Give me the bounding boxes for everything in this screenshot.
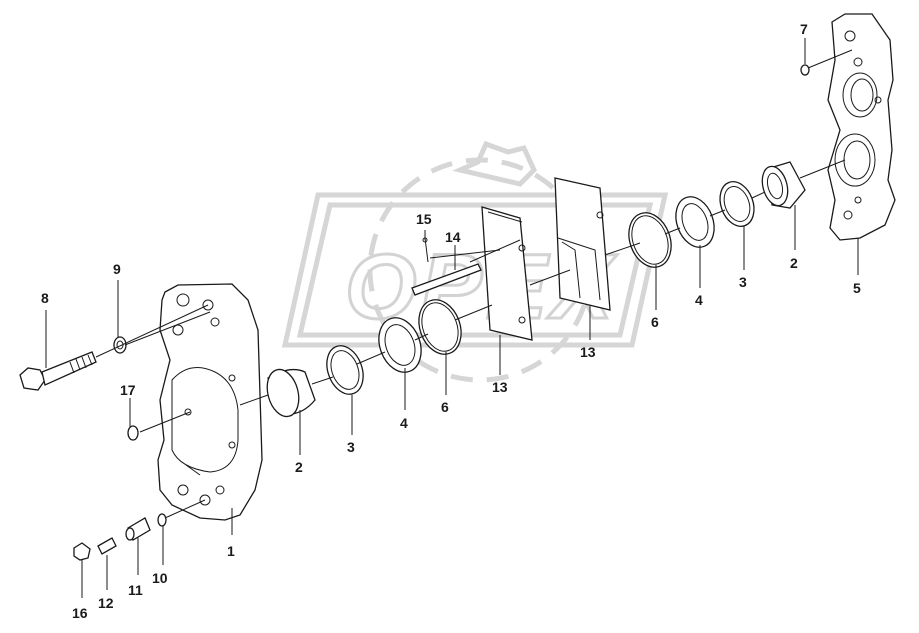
callout-6-right: 6 — [651, 314, 659, 330]
callout-13-left: 13 — [492, 379, 508, 395]
mounting-bolt — [19, 351, 97, 391]
callout-1: 1 — [227, 543, 235, 559]
callout-5: 5 — [853, 280, 861, 296]
callout-2-left: 2 — [295, 459, 303, 475]
seal-ring-3-left — [326, 345, 364, 395]
dust-cap — [73, 542, 91, 561]
piston-right — [761, 161, 806, 209]
callout-8: 8 — [41, 290, 49, 306]
callout-13-right: 13 — [580, 344, 596, 360]
caliper-housing-right — [827, 13, 896, 241]
caliper-housing-left — [157, 283, 263, 521]
callout-10: 10 — [152, 570, 168, 586]
callout-12: 12 — [98, 595, 114, 611]
piston-left — [266, 368, 316, 418]
callout-3-left: 3 — [347, 439, 355, 455]
seal-ring-3-right — [719, 181, 755, 227]
washer-17 — [127, 425, 139, 441]
retaining-ring-6-left — [418, 299, 462, 355]
watermark: OPEX — [281, 140, 669, 383]
callout-7: 7 — [800, 21, 808, 37]
callout-leaders — [45, 38, 859, 598]
washer-9 — [113, 336, 127, 354]
callout-6-left: 6 — [441, 399, 449, 415]
bleeder-valve — [125, 517, 151, 541]
retaining-ring-6-right — [628, 212, 672, 268]
washer-10 — [157, 513, 167, 527]
callout-2-right: 2 — [790, 255, 798, 271]
callout-17: 17 — [120, 382, 136, 398]
callout-labels: 1 2 2 3 3 4 4 5 6 6 7 8 9 10 11 12 13 13… — [41, 21, 861, 621]
callout-16: 16 — [72, 605, 88, 621]
callout-4-left: 4 — [400, 415, 408, 431]
callout-15: 15 — [416, 211, 432, 227]
o-ring-7 — [800, 64, 810, 76]
assembly-axis-lines — [95, 49, 853, 519]
brake-pad-right — [554, 177, 611, 311]
brake-pad-left — [481, 206, 533, 341]
bleeder-screw — [97, 537, 117, 555]
dust-boot-4-right — [675, 196, 715, 248]
guide-pin — [411, 263, 482, 296]
callout-14: 14 — [445, 229, 461, 245]
callout-9: 9 — [113, 261, 121, 277]
callout-4-right: 4 — [695, 292, 703, 308]
callout-11: 11 — [128, 582, 143, 598]
callout-3-right: 3 — [739, 274, 747, 290]
